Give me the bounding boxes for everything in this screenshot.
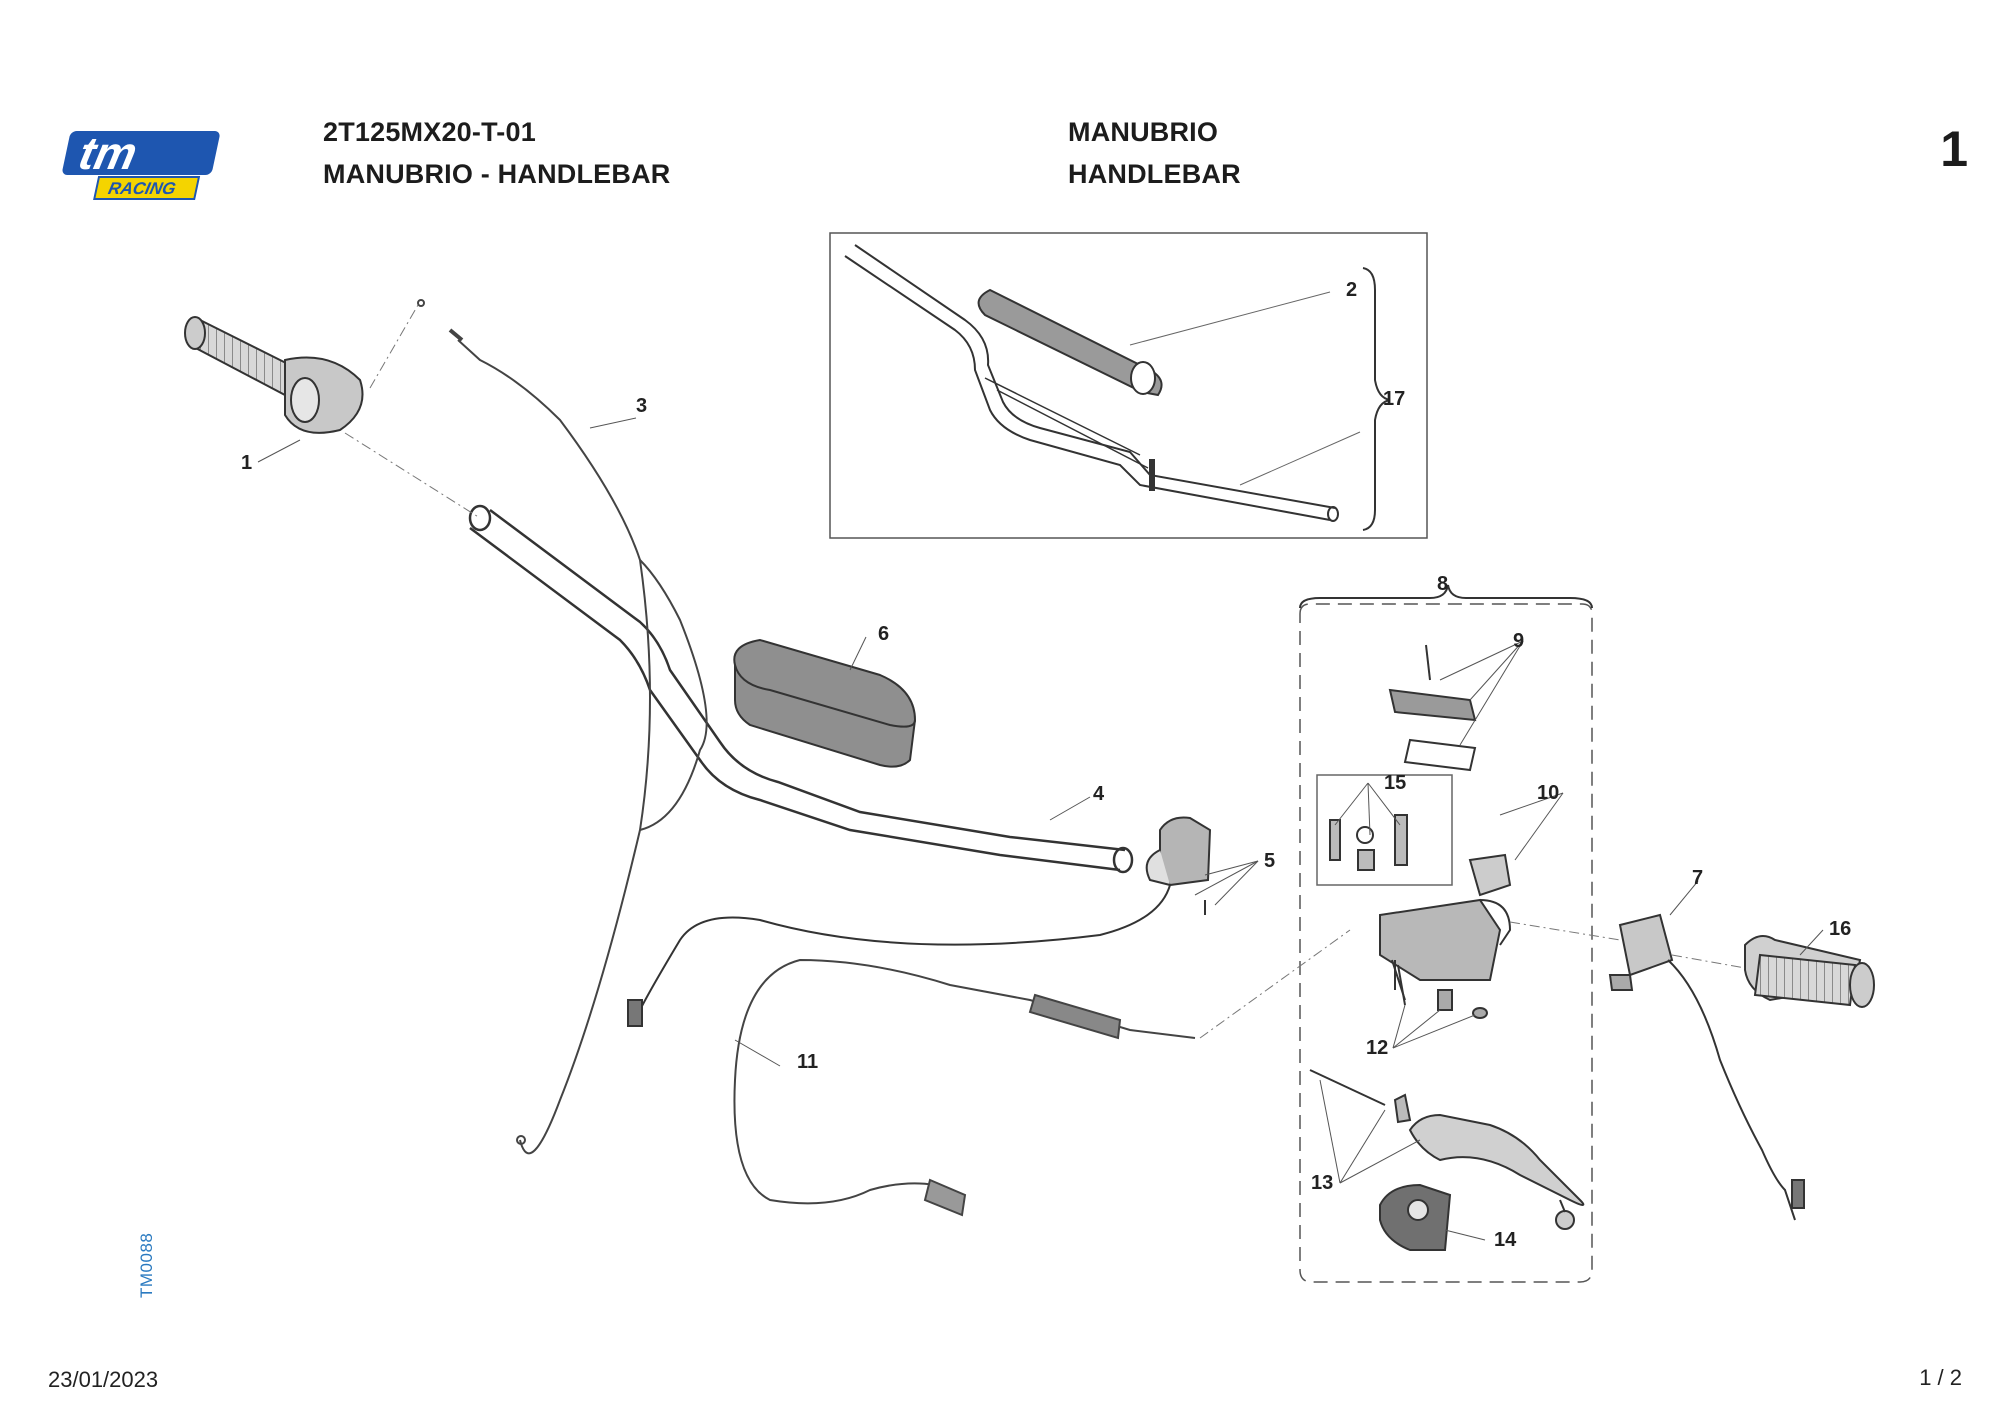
section-title-en: HANDLEBAR: [1068, 159, 1241, 189]
right-switch: [1608, 913, 1805, 1221]
callout-numbers: 1 2 3 4 5 6 7 8 9 10 11 12 13 14 15 16 1…: [241, 279, 1851, 1251]
callout-13: 13: [1311, 1172, 1333, 1194]
handlebar-pad: [733, 638, 917, 768]
callout-6: 6: [878, 623, 889, 645]
svg-text:RACING: RACING: [106, 178, 177, 198]
callout-2: 2: [1346, 279, 1357, 301]
callout-leaders: [257, 417, 1824, 1241]
drawing-title: MANUBRIO - HANDLEBAR: [323, 159, 671, 189]
callout-16: 16: [1829, 918, 1851, 940]
hotstart-lever: [1379, 1183, 1452, 1251]
clutch-lever: [1309, 1069, 1585, 1230]
callout-7: 7: [1692, 867, 1703, 889]
throttle-cable: [417, 299, 708, 1155]
screw-set: [1397, 964, 1488, 1019]
callout-15: 15: [1384, 772, 1406, 794]
piston-kit: [1329, 814, 1408, 871]
svg-text:tm: tm: [75, 127, 142, 178]
sheet-number: 1: [1940, 121, 1968, 177]
left-grip-assembly: [184, 316, 364, 434]
assembly-axes: [344, 304, 1746, 1039]
bracket: [1362, 267, 1391, 531]
handlebar-inset: [844, 244, 1339, 522]
grip-inset: [977, 288, 1163, 397]
assy-box: [1299, 603, 1593, 1283]
sub-box: [1316, 774, 1453, 886]
handlebar-main: [468, 504, 1134, 874]
callout-1: 1: [241, 452, 252, 474]
master-cylinder: [1379, 853, 1512, 1001]
callout-12: 12: [1366, 1037, 1388, 1059]
inset-box: [829, 232, 1428, 539]
reservoir-cover: [1388, 644, 1477, 772]
callout-14: 14: [1494, 1229, 1517, 1251]
callout-17: 17: [1383, 388, 1405, 410]
callout-5: 5: [1264, 850, 1275, 872]
footer-page-number: 1 / 2: [1919, 1365, 1962, 1390]
section-title-it: MANUBRIO: [1068, 117, 1219, 147]
switch-clamp: [627, 816, 1212, 1027]
callout-10: 10: [1537, 782, 1559, 804]
callout-3: 3: [636, 395, 647, 417]
clutch-cable: [733, 958, 1196, 1217]
footer-date: 23/01/2023: [48, 1367, 159, 1392]
bracket-8: [1299, 584, 1593, 609]
drawing-reference-code: TM0088: [137, 1232, 156, 1298]
callout-8: 8: [1437, 573, 1448, 595]
right-grip: [1744, 935, 1875, 1008]
callout-4: 4: [1093, 783, 1105, 805]
callout-11: 11: [797, 1051, 818, 1073]
tm-racing-logo: tm RACING: [62, 127, 220, 200]
callout-9: 9: [1513, 630, 1524, 652]
part-code: 2T125MX20-T-01: [323, 117, 536, 147]
